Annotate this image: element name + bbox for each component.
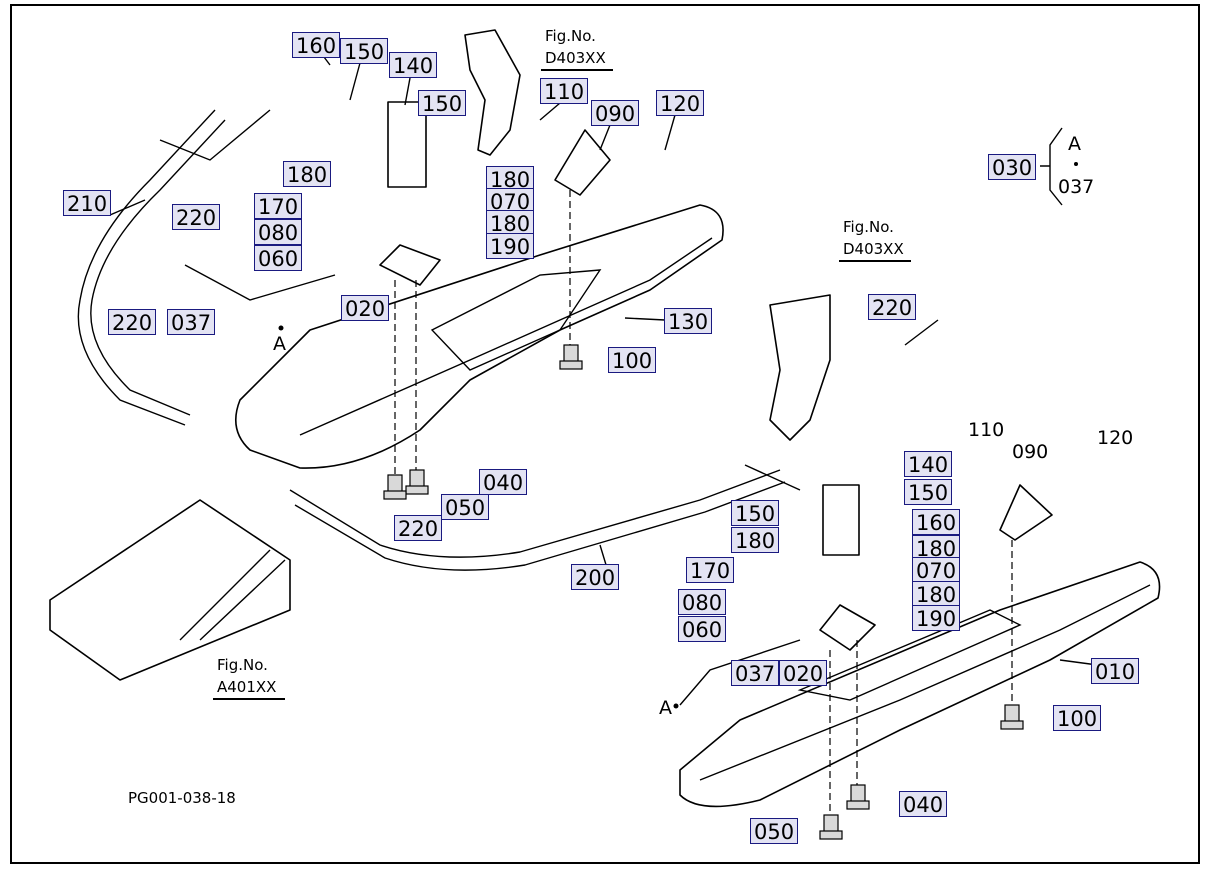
- step-010-outline: [679, 561, 1161, 808]
- part-callout-110: 110: [540, 78, 589, 104]
- pedal-mechanism: [49, 499, 291, 681]
- fig-ref-number: D403XX: [843, 240, 904, 258]
- mount-020-right: [819, 604, 876, 651]
- bolt-040-left: [405, 469, 429, 495]
- diagram-label: 110: [968, 419, 1005, 441]
- bar-200: [289, 469, 781, 558]
- linkage-right: [769, 294, 831, 441]
- part-callout-190: 190: [486, 233, 535, 259]
- linkage-upper: [464, 29, 521, 156]
- bracket-140-left: [387, 101, 427, 188]
- part-callout-190: 190: [912, 605, 961, 631]
- part-callout-150: 150: [418, 90, 467, 116]
- bracket-090-right: [999, 484, 1053, 541]
- part-callout-220: 220: [868, 294, 917, 320]
- part-callout-037: 037: [731, 660, 780, 686]
- diagram-label: 090: [1012, 441, 1049, 463]
- fig-ref-underline: [541, 69, 613, 71]
- part-callout-060: 060: [254, 245, 303, 271]
- diagram-label: 120: [1097, 427, 1134, 449]
- part-callout-200: 200: [571, 564, 620, 590]
- part-callout-100: 100: [1053, 705, 1102, 731]
- part-callout-150: 150: [731, 500, 780, 526]
- bolt-100-left: [559, 344, 583, 370]
- mount-020-left: [379, 244, 441, 286]
- part-callout-080: 080: [678, 589, 727, 615]
- part-callout-020: 020: [341, 295, 390, 321]
- diagram-label: A: [273, 333, 286, 355]
- part-callout-170: 170: [254, 193, 303, 219]
- drawing-frame: [10, 4, 1200, 864]
- rod-037-left: [184, 264, 336, 301]
- part-callout-180: 180: [283, 161, 332, 187]
- bolt-040-right: [846, 784, 870, 810]
- part-callout-037: 037: [167, 309, 216, 335]
- part-callout-180: 180: [912, 581, 961, 607]
- bar-210: [77, 109, 216, 426]
- part-callout-150: 150: [340, 38, 389, 64]
- part-callout-170: 170: [686, 557, 735, 583]
- part-callout-220: 220: [172, 204, 221, 230]
- fig-ref-number: D403XX: [545, 49, 606, 67]
- step-130-outline: [234, 204, 724, 469]
- drawing-code: PG001-038-18: [128, 789, 236, 807]
- bolt-100-right: [1000, 704, 1024, 730]
- part-callout-130: 130: [664, 308, 713, 334]
- fig-ref-label: Fig.No.: [217, 656, 268, 674]
- part-callout-090: 090: [591, 100, 640, 126]
- part-callout-160: 160: [292, 32, 341, 58]
- fig-ref-number: A401XX: [217, 678, 277, 696]
- bolt-050-left: [383, 474, 407, 500]
- part-callout-220: 220: [394, 515, 443, 541]
- part-callout-140: 140: [904, 451, 953, 477]
- part-callout-040: 040: [899, 791, 948, 817]
- bracket-140-right: [822, 484, 860, 556]
- part-callout-180: 180: [486, 166, 535, 192]
- part-callout-140: 140: [389, 52, 438, 78]
- part-callout-100: 100: [608, 347, 657, 373]
- part-callout-210: 210: [63, 190, 112, 216]
- part-callout-180: 180: [731, 527, 780, 553]
- diagram-label: 037: [1058, 176, 1095, 198]
- fig-ref-label: Fig.No.: [843, 218, 894, 236]
- part-callout-050: 050: [441, 494, 490, 520]
- part-callout-030: 030: [988, 154, 1037, 180]
- part-callout-150: 150: [904, 479, 953, 505]
- fig-ref-underline: [213, 698, 285, 700]
- part-callout-070: 070: [912, 557, 961, 583]
- bracket-090-left: [554, 129, 611, 196]
- rod-037-right: [679, 639, 801, 706]
- fig-ref-label: Fig.No.: [545, 27, 596, 45]
- part-callout-040: 040: [479, 469, 528, 495]
- part-callout-220: 220: [108, 309, 157, 335]
- part-callout-160: 160: [912, 509, 961, 535]
- part-callout-080: 080: [254, 219, 303, 245]
- part-callout-050: 050: [750, 818, 799, 844]
- bolt-050-right: [819, 814, 843, 840]
- part-callout-060: 060: [678, 616, 727, 642]
- part-callout-010: 010: [1091, 658, 1140, 684]
- diagram-label: A: [659, 697, 672, 719]
- part-callout-020: 020: [779, 660, 828, 686]
- part-callout-120: 120: [656, 90, 705, 116]
- diagram-label: A: [1068, 133, 1081, 155]
- fig-ref-underline: [839, 260, 911, 262]
